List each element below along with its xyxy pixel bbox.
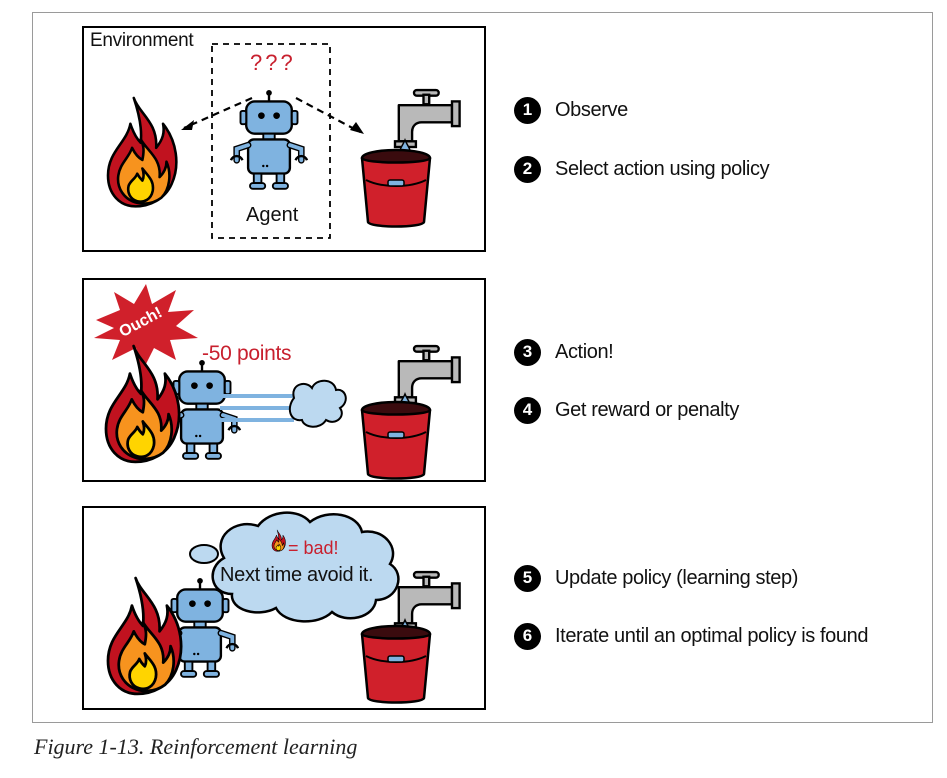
bucket-icon [360, 400, 432, 480]
robot-agent-icon [231, 90, 307, 189]
panel-update-art [106, 511, 461, 704]
step-number-badge: 5 [514, 564, 541, 592]
step-number-badge: 3 [514, 338, 541, 366]
figure-frame [32, 12, 933, 723]
bad-label: = bad! [288, 538, 339, 558]
step-1: 1 Observe [514, 95, 628, 125]
step-4: 4 Get reward or penalty [514, 395, 739, 425]
step-5: 5 Update policy (learning step) [514, 563, 798, 593]
step-3: 3 Action! [514, 337, 614, 367]
thought-bubble-dot [189, 544, 219, 564]
step-number-badge: 1 [514, 96, 541, 124]
question-marks: ??? [250, 50, 296, 75]
panel-observe: Environment ??? Agent [82, 26, 486, 252]
thought-text: Next time avoid it. [220, 564, 374, 586]
step-number-badge: 2 [514, 155, 541, 183]
step-6: 6 Iterate until an optimal policy is fou… [514, 621, 868, 651]
step-label: Select action using policy [555, 157, 770, 180]
step-label: Observe [555, 98, 628, 121]
agent-label: Agent [246, 204, 299, 226]
panel-update: = bad! Next time avoid it. [82, 506, 486, 710]
thought-bubble [211, 511, 400, 623]
step-label: Iterate until an optimal policy is found [555, 624, 869, 647]
fire-icon [106, 576, 183, 696]
figure-caption: Figure 1-13. Reinforcement learning [34, 734, 358, 759]
step-2: 2 Select action using policy [514, 154, 770, 184]
observe-arrow-left [183, 96, 253, 130]
step-label: Get reward or penalty [555, 398, 739, 421]
step-label: Action! [555, 340, 614, 363]
bucket-icon [360, 624, 432, 704]
panel-action-art [94, 284, 461, 480]
step-number-badge: 4 [514, 396, 541, 424]
step-label: Update policy (learning step) [555, 566, 798, 589]
bucket-icon [360, 148, 432, 228]
observe-arrow-right [295, 97, 361, 133]
fire-icon [106, 96, 178, 208]
steam-cloud-icon [288, 379, 347, 428]
panel-action: Ouch! -50 points [82, 278, 486, 482]
ouch-burst-icon [94, 284, 198, 368]
faucet-icon [393, 88, 461, 149]
penalty-points-label: -50 points [202, 342, 292, 365]
step-number-badge: 6 [514, 622, 541, 650]
agent-boundary-box [211, 43, 331, 239]
panel-observe-art [106, 43, 461, 239]
fire-icon [104, 344, 181, 464]
environment-label: Environment [90, 30, 194, 51]
